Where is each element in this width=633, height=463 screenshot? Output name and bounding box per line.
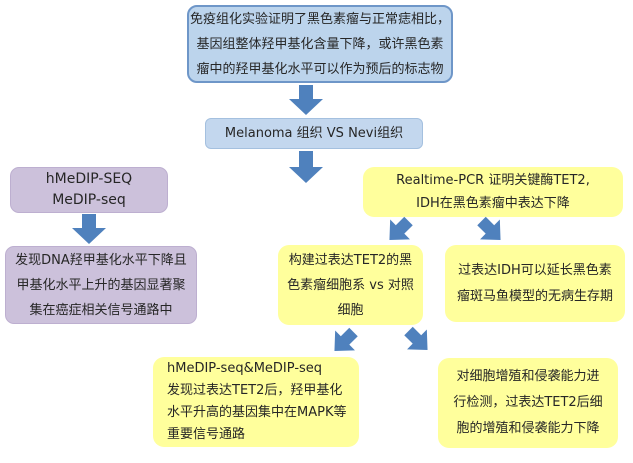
node-immunohistochemistry: 免疫组化实验证明了黑色素瘤与正常痣相比， 基因组整体羟甲基化含量下降，或许黑色素…	[187, 5, 453, 83]
node-sequencing-finding: 发现DNA羟甲基化水平下降且 甲基化水平上升的基因显著聚 集在癌症相关信号通路中	[5, 246, 197, 324]
flow-arrow-down-right-icon	[399, 321, 438, 360]
node-proliferation-invasion-text: 对细胞增殖和侵袭能力进 行检测，过表达TET2后细 胞的增殖和侵袭能力下降	[453, 369, 603, 436]
node-immunohistochemistry-text: 免疫组化实验证明了黑色素瘤与正常痣相比， 基因组整体羟甲基化含量下降，或许黑色素…	[189, 11, 450, 77]
flow-arrow-down-icon	[289, 85, 323, 115]
node-idh-zebrafish-text: 过表达IDH可以延长黑色素 瘤斑马鱼模型的无病生存期	[456, 262, 613, 304]
node-sequencing-methods-text: hMeDIP-SEQ MeDIP-seq	[45, 171, 133, 208]
flow-arrow-down-icon	[72, 214, 106, 244]
node-tissue-comparison-text: Melanoma 组织 VS Nevi组织	[224, 126, 404, 141]
flow-arrow-down-left-icon	[380, 211, 419, 250]
node-proliferation-invasion: 对细胞增殖和侵袭能力进 行检测，过表达TET2后细 胞的增殖和侵袭能力下降	[438, 358, 618, 448]
node-mapk-finding-text: hMeDIP-seq&MeDIP-seq 发现过表达TET2后，羟甲基化 水平升…	[167, 361, 347, 442]
node-mapk-finding: hMeDIP-seq&MeDIP-seq 发现过表达TET2后，羟甲基化 水平升…	[153, 357, 359, 447]
node-realtime-pcr-text: Realtime-PCR 证明关键酶TET2, IDH在黑色素瘤中表达下降	[396, 173, 590, 211]
node-sequencing-finding-text: 发现DNA羟甲基化水平下降且 甲基化水平上升的基因显著聚 集在癌症相关信号通路中	[15, 252, 187, 318]
node-tet2-cell-line-text: 构建过表达TET2的黑 色素瘤细胞系 vs 对照 细胞	[287, 252, 414, 318]
flow-arrow-down-icon	[289, 151, 323, 183]
flow-arrow-down-left-icon	[325, 322, 364, 361]
flow-arrow-down-right-icon	[472, 211, 511, 250]
node-tet2-cell-line: 构建过表达TET2的黑 色素瘤细胞系 vs 对照 细胞	[278, 245, 423, 325]
node-tissue-comparison: Melanoma 组织 VS Nevi组织	[205, 118, 423, 149]
node-sequencing-methods: hMeDIP-SEQ MeDIP-seq	[10, 167, 168, 213]
node-idh-zebrafish: 过表达IDH可以延长黑色素 瘤斑马鱼模型的无病生存期	[445, 245, 625, 322]
node-realtime-pcr: Realtime-PCR 证明关键酶TET2, IDH在黑色素瘤中表达下降	[363, 167, 623, 217]
